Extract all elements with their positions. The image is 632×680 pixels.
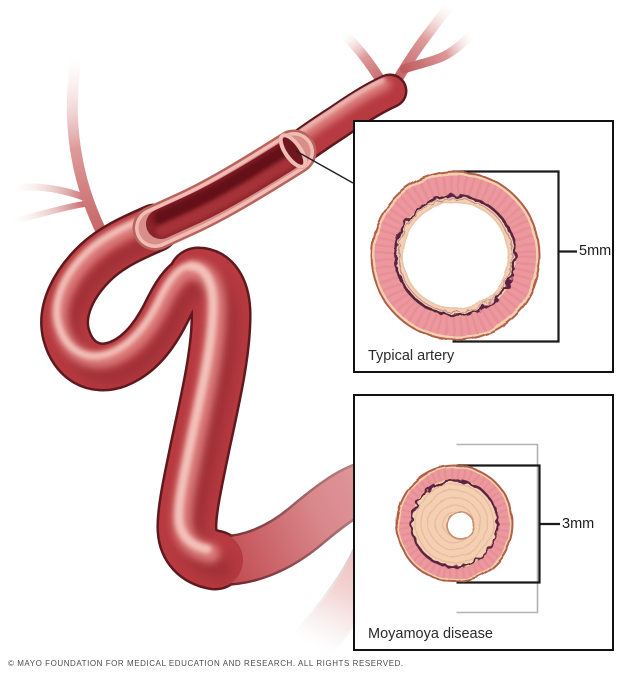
faded-branches-top xyxy=(340,2,475,98)
measurement-label-5mm: 5mm xyxy=(579,243,612,259)
elastic-lamina-ring-moyamoya xyxy=(410,479,499,568)
reference-bracket-gray xyxy=(456,443,539,614)
measurement-label-3mm: 3mm xyxy=(562,516,595,532)
main-vessel xyxy=(40,73,412,663)
copyright-text: © MAYO FOUNDATION FOR MEDICAL EDUCATION … xyxy=(8,659,404,668)
moyamoya-inset: 3mm Moyamoya disease xyxy=(353,394,614,651)
artery-cutaway xyxy=(132,129,317,251)
elastic-lamina-ring xyxy=(394,194,517,317)
callout-line xyxy=(295,150,354,184)
artery-lumen xyxy=(401,201,510,310)
inset-caption-moyamoya: Moyamoya disease xyxy=(368,626,493,642)
inset-caption-typical: Typical artery xyxy=(368,348,455,364)
moyamoya-cross-section xyxy=(395,443,560,614)
faded-branch-left xyxy=(10,52,118,258)
narrowed-artery-wall xyxy=(395,464,514,583)
measurement-bracket-3mm xyxy=(456,464,560,584)
typical-artery-inset: 5mm Typical artery xyxy=(353,120,614,373)
cut-mouth xyxy=(278,133,308,169)
narrowed-lumen xyxy=(446,511,475,540)
measurement-bracket-5mm xyxy=(452,170,577,343)
typical-artery-cross-section xyxy=(370,170,577,343)
